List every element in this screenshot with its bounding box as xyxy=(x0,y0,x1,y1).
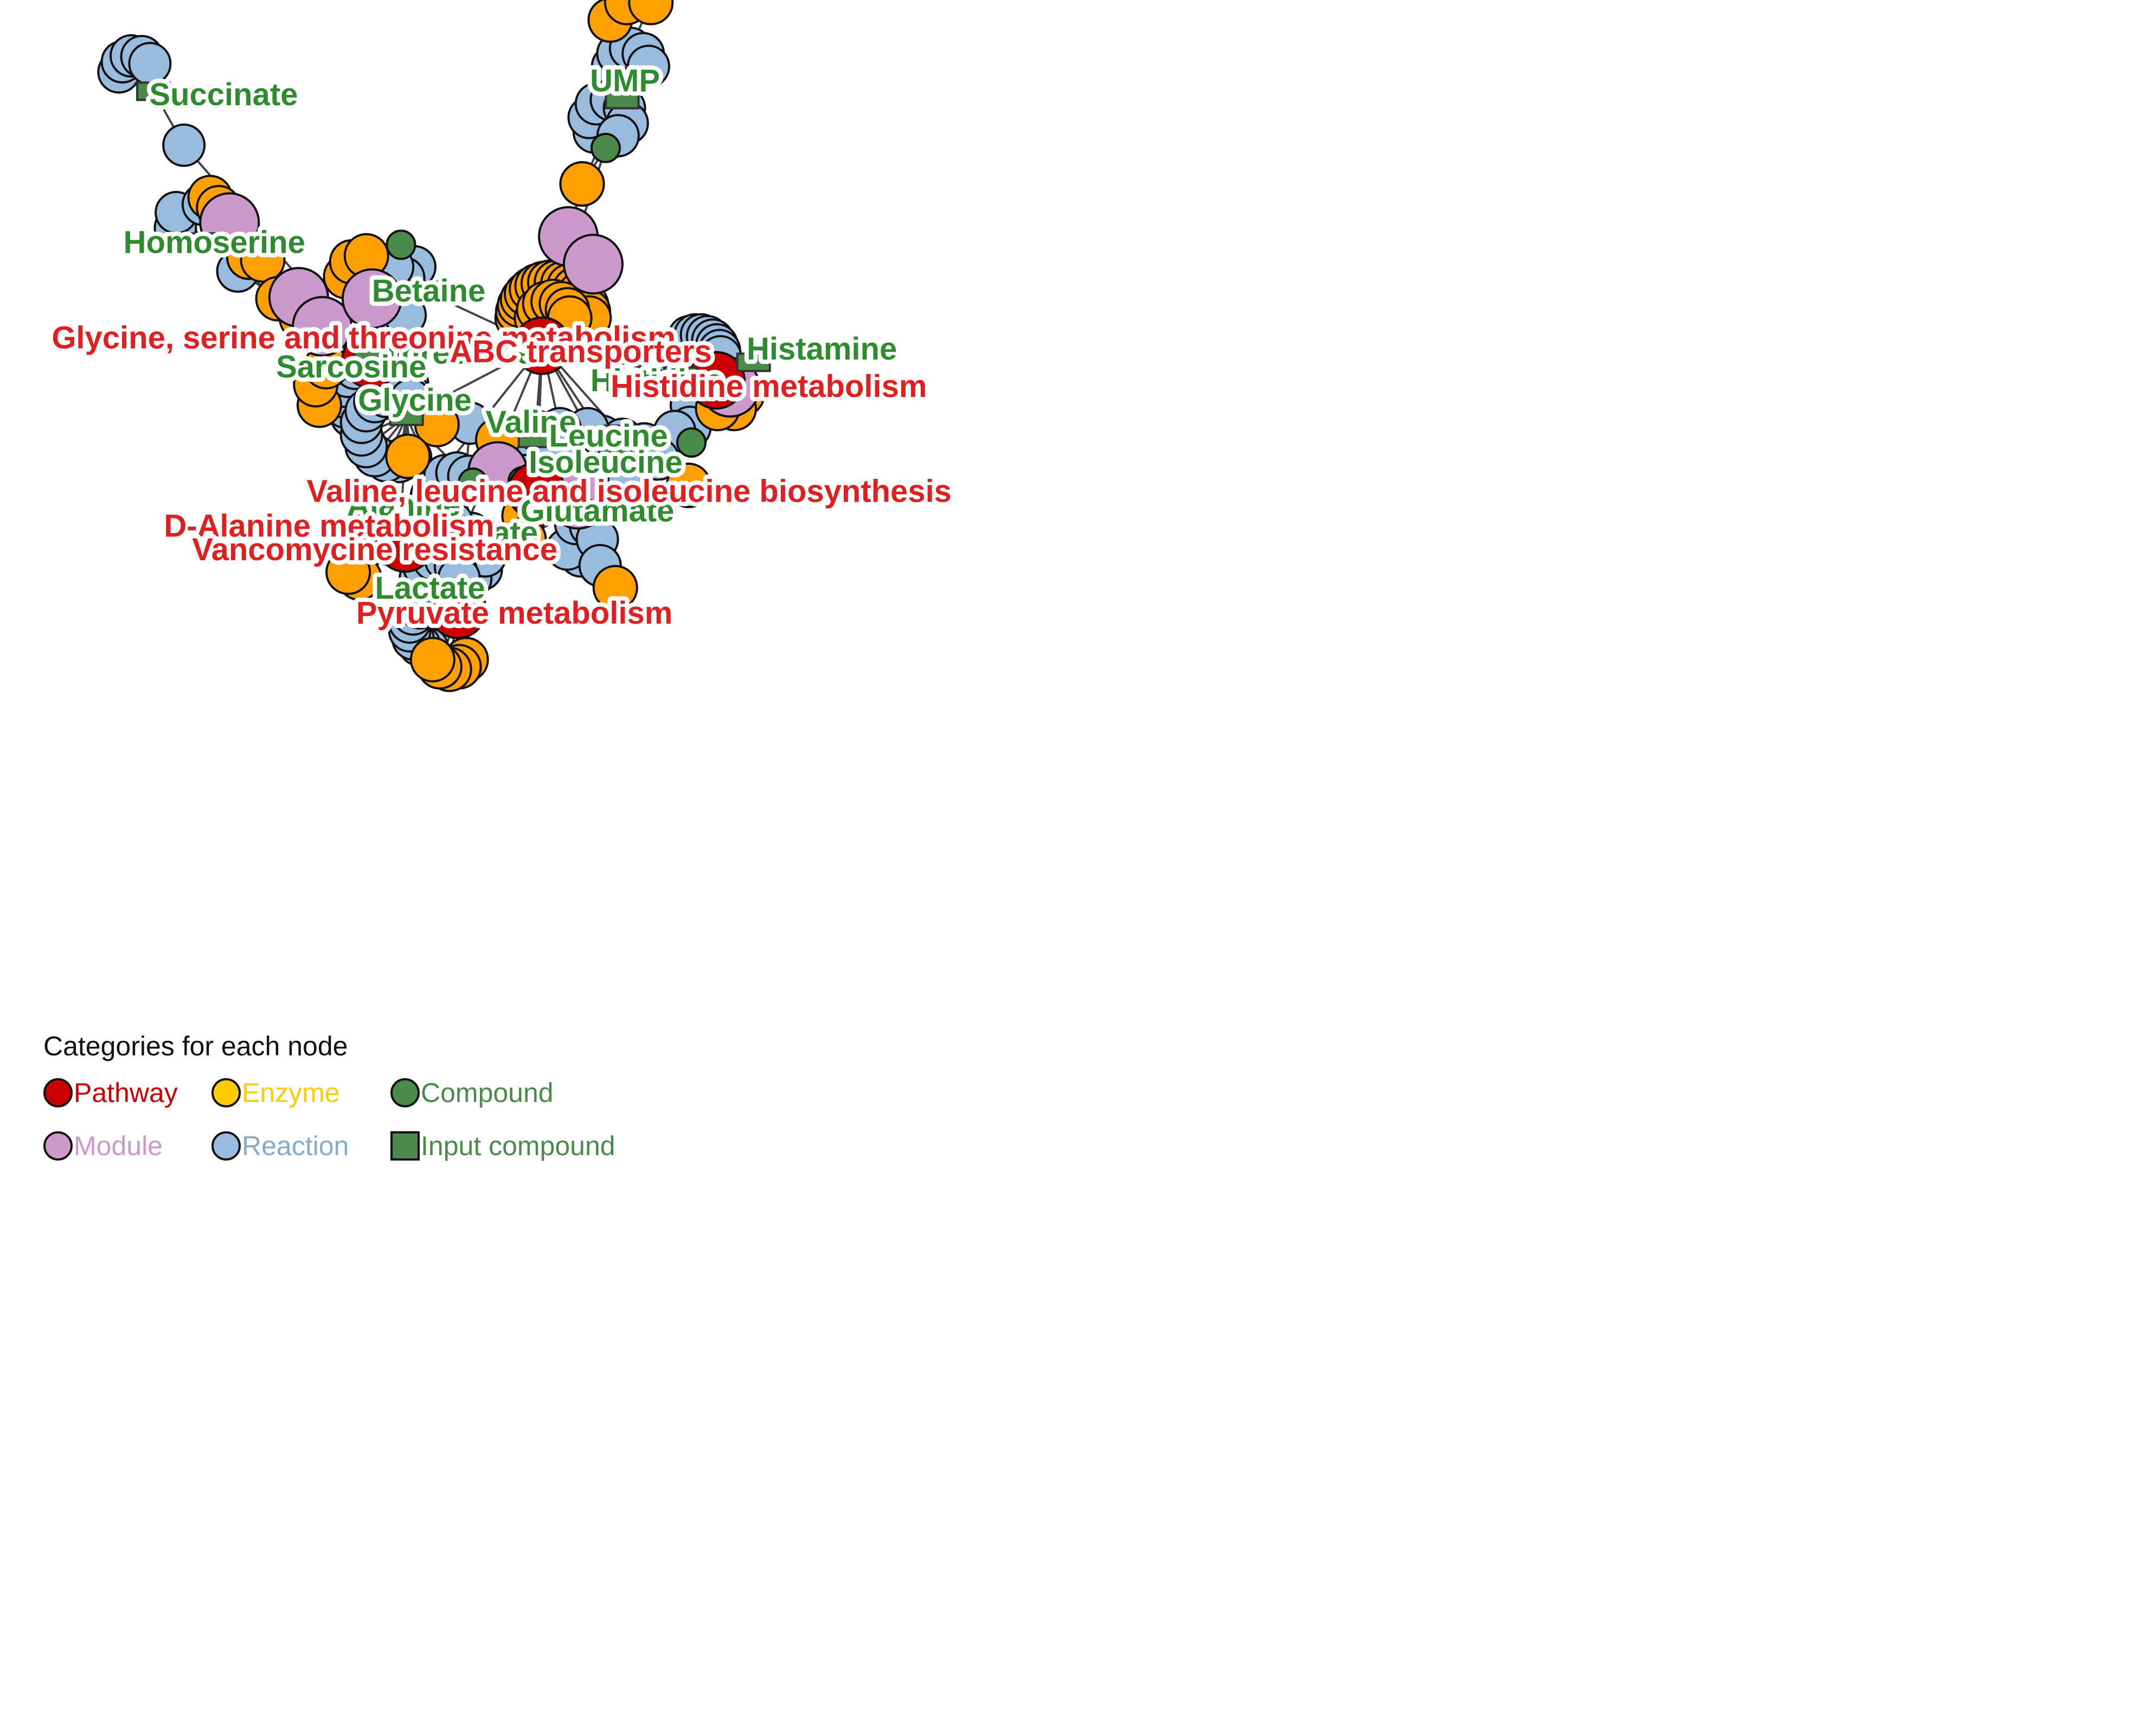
enzyme-node xyxy=(385,433,431,479)
compound-node xyxy=(458,467,489,498)
input-compound-node xyxy=(345,361,380,381)
enzyme-node xyxy=(501,516,547,562)
module-node xyxy=(562,234,624,295)
input-compound-node xyxy=(598,446,633,466)
enzyme-node xyxy=(559,161,605,207)
input-compound-label: Threonine xyxy=(382,336,534,371)
input-compound-swatch-icon xyxy=(390,1131,420,1161)
legend-item-reaction: Reaction xyxy=(211,1130,390,1162)
compound-node xyxy=(676,427,707,458)
compound-node xyxy=(386,229,416,260)
legend-item-module: Module xyxy=(43,1130,211,1162)
input-compound-node xyxy=(383,511,419,531)
pathway-label: Histidine metabolism xyxy=(611,369,927,404)
legend: Categories for each node Pathway Enzyme … xyxy=(43,1030,662,1162)
enzyme-node xyxy=(592,565,638,611)
input-compound-label: Sarcosine xyxy=(276,349,426,385)
reaction-node xyxy=(162,123,206,167)
legend-title: Categories for each node xyxy=(43,1031,348,1061)
legend-item-compound: Compound xyxy=(390,1077,662,1109)
reaction-swatch-icon xyxy=(211,1131,241,1161)
input-compound-label: Isoleucine xyxy=(529,445,683,480)
input-compound-node xyxy=(136,81,171,101)
legend-item-input-compound: Input compound xyxy=(390,1130,662,1162)
legend-label-input-compound: Input compound xyxy=(421,1131,615,1161)
pathway-label: D-Alanine metabolism xyxy=(164,508,494,543)
input-compound-node xyxy=(663,366,698,386)
input-compound-label: Valine xyxy=(485,405,576,440)
enzyme-swatch-icon xyxy=(211,1078,241,1107)
input-compound-label: Homoserine xyxy=(124,225,305,260)
input-compound-label: Histidine xyxy=(591,363,723,399)
legend-item-enzyme: Enzyme xyxy=(211,1077,390,1109)
input-compound-label: Succinate xyxy=(149,77,298,112)
legend-item-pathway: Pathway xyxy=(43,1077,211,1109)
pathway-node xyxy=(507,462,566,521)
input-compound-label: Alanine xyxy=(347,488,461,523)
input-compound-node xyxy=(517,428,553,448)
pathway-label: ABC transporters xyxy=(450,334,711,369)
module-node xyxy=(292,296,353,357)
reaction-node xyxy=(626,44,670,88)
input-compound-label: Lactate xyxy=(375,571,485,606)
network-labels: Succinate UMP HomoserineBetaineThreonineSa… xyxy=(47,59,956,635)
input-compound-node xyxy=(603,424,638,444)
input-compound-node xyxy=(557,499,593,519)
input-compound-node xyxy=(443,529,478,549)
network-nodes xyxy=(97,0,771,693)
input-compound-node xyxy=(190,232,225,252)
input-compound-node xyxy=(605,89,640,110)
enzyme-node xyxy=(325,549,371,595)
compound-node xyxy=(590,132,621,163)
input-compound-node xyxy=(406,280,441,300)
input-compound-label: Pyruvate xyxy=(405,515,538,550)
pathway-node xyxy=(512,316,572,375)
compound-swatch-icon xyxy=(390,1078,420,1107)
enzyme-node xyxy=(665,463,711,509)
input-compound-label: Glycine xyxy=(358,382,472,418)
enzyme-node xyxy=(240,237,286,283)
input-compound-label: Histamine xyxy=(747,331,897,367)
enzyme-node xyxy=(409,637,455,683)
pathway-label: Pyruvate metabolism xyxy=(356,595,672,631)
input-compound-node xyxy=(422,594,457,614)
legend-label-enzyme: Enzyme xyxy=(242,1078,340,1108)
legend-label-reaction: Reaction xyxy=(242,1131,349,1161)
pathway-label: Vancomycine resistance xyxy=(192,532,557,567)
module-swatch-icon xyxy=(43,1131,73,1161)
input-compound-node xyxy=(736,353,771,373)
legend-label-module: Module xyxy=(74,1131,163,1161)
pathway-label: Valine, leucine and isoleucine biosynthe… xyxy=(307,474,952,509)
pathway-swatch-icon xyxy=(43,1078,73,1107)
reaction-node xyxy=(636,437,680,481)
legend-grid: Pathway Enzyme Compound Module Reaction … xyxy=(43,1077,662,1162)
input-compound-label: Glutamate xyxy=(521,493,675,528)
legend-label-compound: Compound xyxy=(421,1078,554,1108)
pathway-label: Glycine, serine and threonine metabolism xyxy=(52,321,676,356)
input-compound-label: UMP xyxy=(590,63,660,98)
enzyme-node xyxy=(628,0,674,25)
legend-label-pathway: Pathway xyxy=(74,1078,178,1108)
input-compound-node xyxy=(389,406,424,426)
module-node xyxy=(341,268,402,329)
input-compound-label: Leucine xyxy=(549,419,668,454)
input-compound-label: Betaine xyxy=(372,273,486,309)
